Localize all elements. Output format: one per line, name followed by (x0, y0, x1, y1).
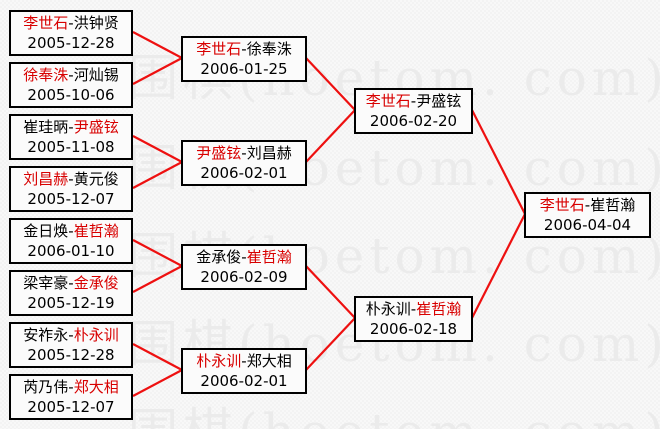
player-name: 朴永训 (196, 352, 242, 370)
player-name: 李世石 (539, 196, 585, 214)
vs-separator: - (410, 92, 417, 110)
match-box-r2-m4: 朴永训-郑大相 2006-02-01 (181, 348, 307, 394)
vs-separator: - (68, 66, 74, 84)
player-name: 崔哲瀚 (416, 300, 462, 318)
match-date: 2005-12-07 (27, 190, 115, 208)
player-name: 刘昌赫 (246, 144, 292, 162)
match-box-r2-m3: 金承俊-崔哲瀚 2006-02-09 (181, 244, 307, 290)
match-players: 李世石-洪钟贤 (23, 13, 118, 33)
match-box-sf-m1: 李世石-尹盛铉 2006-02-20 (354, 88, 473, 134)
player-name: 崔珪昞 (23, 118, 69, 136)
vs-separator: - (68, 274, 74, 292)
vs-separator: - (68, 378, 74, 396)
vs-separator: - (68, 326, 74, 344)
vs-separator: - (241, 40, 247, 58)
vs-separator: - (584, 196, 591, 214)
match-date: 2005-12-28 (27, 34, 115, 52)
match-players: 崔珪昞-尹盛铉 (23, 117, 118, 137)
match-players: 梁宰豪-金承俊 (23, 273, 118, 293)
match-players: 李世石-徐奉洙 (196, 39, 291, 59)
match-date: 2006-02-01 (200, 372, 288, 390)
match-box-r1-m8: 芮乃伟-郑大相 2005-12-07 (9, 374, 133, 420)
player-name: 金承俊 (73, 274, 119, 292)
player-name: 朴永训 (365, 300, 411, 318)
match-players: 金日焕-崔哲瀚 (23, 221, 118, 241)
match-date: 2005-10-06 (27, 86, 115, 104)
match-box-r1-m6: 梁宰豪-金承俊 2005-12-19 (9, 270, 133, 316)
vs-separator: - (68, 14, 74, 32)
player-name: 刘昌赫 (23, 170, 69, 188)
player-name: 尹盛铉 (416, 92, 462, 110)
player-name: 徐奉洙 (246, 40, 292, 58)
player-name: 李世石 (196, 40, 242, 58)
match-date: 2006-02-01 (200, 164, 288, 182)
player-name: 尹盛铉 (196, 144, 242, 162)
match-players: 刘昌赫-黄元俊 (23, 169, 118, 189)
player-name: 洪钟贤 (73, 14, 119, 32)
match-box-r1-m7: 安祚永-朴永训 2005-12-28 (9, 322, 133, 368)
player-name: 徐奉洙 (23, 66, 69, 84)
match-players: 李世石-崔哲瀚 (540, 195, 635, 215)
match-date: 2006-02-20 (369, 112, 458, 130)
player-name: 黄元俊 (73, 170, 119, 188)
player-name: 崔哲瀚 (246, 248, 292, 266)
match-box-r1-m4: 刘昌赫-黄元俊 2005-12-07 (9, 166, 133, 212)
match-box-r2-m1: 李世石-徐奉洙 2006-01-25 (181, 36, 307, 82)
match-date: 2006-02-09 (200, 268, 288, 286)
match-box-r1-m2: 徐奉洙-河灿锡 2005-10-06 (9, 62, 133, 108)
watermark-text: 围棋(hoetom. com) (128, 392, 660, 429)
player-name: 金承俊 (196, 248, 242, 266)
match-players: 芮乃伟-郑大相 (23, 377, 118, 397)
match-date: 2006-02-18 (369, 320, 458, 338)
match-players: 朴永训-崔哲瀚 (366, 299, 461, 319)
vs-separator: - (68, 170, 74, 188)
match-date: 2006-04-04 (543, 216, 632, 234)
match-box-r1-m3: 崔珪昞-尹盛铉 2005-11-08 (9, 114, 133, 160)
vs-separator: - (241, 144, 247, 162)
match-players: 朴永训-郑大相 (196, 351, 291, 371)
match-players: 安祚永-朴永训 (23, 325, 118, 345)
match-box-r1-m1: 李世石-洪钟贤 2005-12-28 (9, 10, 133, 56)
player-name: 芮乃伟 (23, 378, 69, 396)
match-date: 2006-01-25 (200, 60, 288, 78)
match-box-final: 李世石-崔哲瀚 2006-04-04 (524, 192, 651, 238)
player-name: 郑大相 (73, 378, 119, 396)
vs-separator: - (241, 248, 247, 266)
player-name: 崔哲瀚 (73, 222, 119, 240)
player-name: 郑大相 (246, 352, 292, 370)
match-box-sf-m2: 朴永训-崔哲瀚 2006-02-18 (354, 296, 473, 342)
vs-separator: - (410, 300, 417, 318)
vs-separator: - (241, 352, 247, 370)
match-date: 2006-01-10 (27, 242, 115, 260)
vs-separator: - (68, 222, 74, 240)
match-date: 2005-12-19 (27, 294, 115, 312)
match-players: 李世石-尹盛铉 (366, 91, 461, 111)
player-name: 崔哲瀚 (590, 196, 636, 214)
player-name: 河灿锡 (73, 66, 119, 84)
player-name: 金日焕 (23, 222, 69, 240)
player-name: 朴永训 (73, 326, 119, 344)
match-date: 2005-11-08 (27, 138, 115, 156)
match-box-r2-m2: 尹盛铉-刘昌赫 2006-02-01 (181, 140, 307, 186)
player-name: 李世石 (365, 92, 411, 110)
player-name: 李世石 (23, 14, 69, 32)
player-name: 安祚永 (23, 326, 69, 344)
vs-separator: - (68, 118, 74, 136)
match-box-r1-m5: 金日焕-崔哲瀚 2006-01-10 (9, 218, 133, 264)
player-name: 梁宰豪 (23, 274, 69, 292)
match-players: 徐奉洙-河灿锡 (23, 65, 118, 85)
player-name: 尹盛铉 (73, 118, 119, 136)
match-date: 2005-12-28 (27, 346, 115, 364)
match-players: 金承俊-崔哲瀚 (196, 247, 291, 267)
match-date: 2005-12-07 (27, 398, 115, 416)
match-players: 尹盛铉-刘昌赫 (196, 143, 291, 163)
